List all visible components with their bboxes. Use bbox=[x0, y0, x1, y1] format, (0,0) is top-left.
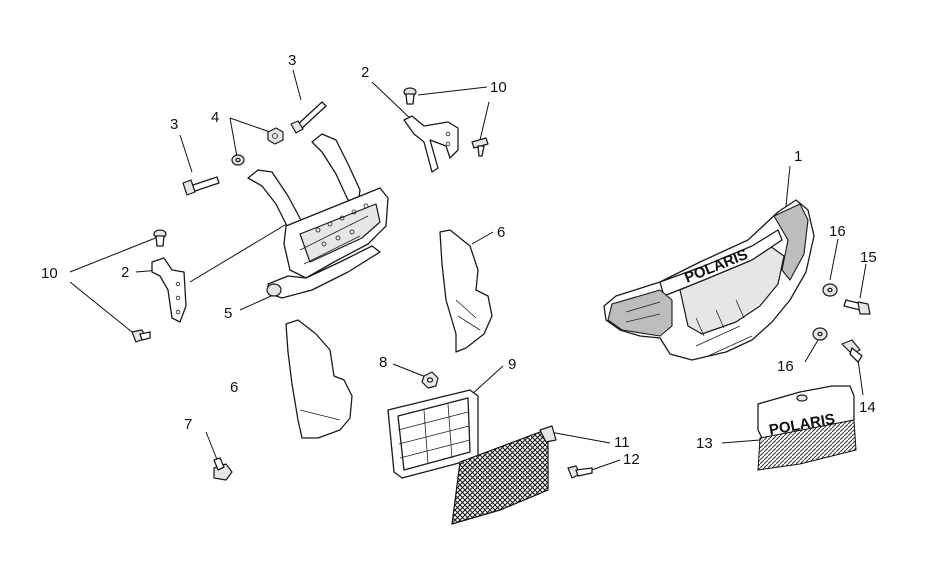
side-panel-6-right bbox=[439, 229, 493, 353]
bumper-frame-5 bbox=[247, 133, 389, 299]
callout-7: 7 bbox=[184, 416, 192, 433]
callout-15: 15 bbox=[860, 249, 877, 266]
callout-6-left: 6 bbox=[230, 379, 238, 396]
rivet-10-left-bottom bbox=[131, 329, 151, 343]
rivet-10-top bbox=[403, 87, 417, 105]
callout-5: 5 bbox=[224, 305, 232, 322]
bolt-3-upper bbox=[290, 101, 327, 134]
screw-7 bbox=[213, 457, 233, 481]
callout-11: 11 bbox=[614, 434, 630, 451]
mesh-screen-11 bbox=[451, 425, 557, 525]
callout-9: 9 bbox=[508, 356, 516, 373]
callout-1: 1 bbox=[794, 148, 802, 165]
callout-6-right: 6 bbox=[497, 224, 505, 241]
callout-10-upper: 10 bbox=[490, 79, 507, 96]
bolt-14 bbox=[841, 339, 863, 363]
bracket-2-lower bbox=[151, 257, 187, 323]
washer-16-upper bbox=[822, 283, 838, 297]
nut-4 bbox=[267, 127, 284, 145]
callout-3-upper: 3 bbox=[288, 52, 296, 69]
callout-3-left: 3 bbox=[170, 116, 178, 133]
bumper-cover-1 bbox=[603, 199, 815, 361]
washer-16-lower bbox=[812, 327, 828, 341]
callout-12: 12 bbox=[623, 451, 640, 468]
callout-2-upper: 2 bbox=[361, 64, 369, 81]
callout-8: 8 bbox=[379, 354, 387, 371]
nut-8 bbox=[421, 371, 439, 389]
grille-frame-9 bbox=[387, 389, 479, 479]
bracket-2-upper bbox=[403, 115, 459, 173]
callout-2-lower: 2 bbox=[121, 264, 129, 281]
callout-14: 14 bbox=[859, 399, 876, 416]
callout-16-lower: 16 bbox=[777, 358, 794, 375]
side-panel-6-left bbox=[285, 319, 353, 439]
callout-labels: 1 2 2 3 3 4 5 6 6 7 8 9 10 10 11 12 13 1… bbox=[41, 52, 877, 468]
rivet-10-left-top bbox=[153, 229, 167, 247]
grille-insert-13 bbox=[757, 385, 857, 471]
rivet-10-right bbox=[471, 137, 489, 157]
bolt-3-left bbox=[182, 176, 220, 196]
leader-lines bbox=[69, 69, 867, 475]
callout-16-upper: 16 bbox=[829, 223, 846, 240]
callout-4: 4 bbox=[211, 109, 219, 126]
callout-10-left: 10 bbox=[41, 265, 58, 282]
callout-13: 13 bbox=[696, 435, 713, 452]
washer-4 bbox=[231, 154, 245, 166]
screw-12 bbox=[567, 465, 593, 479]
bolt-15 bbox=[843, 299, 871, 315]
